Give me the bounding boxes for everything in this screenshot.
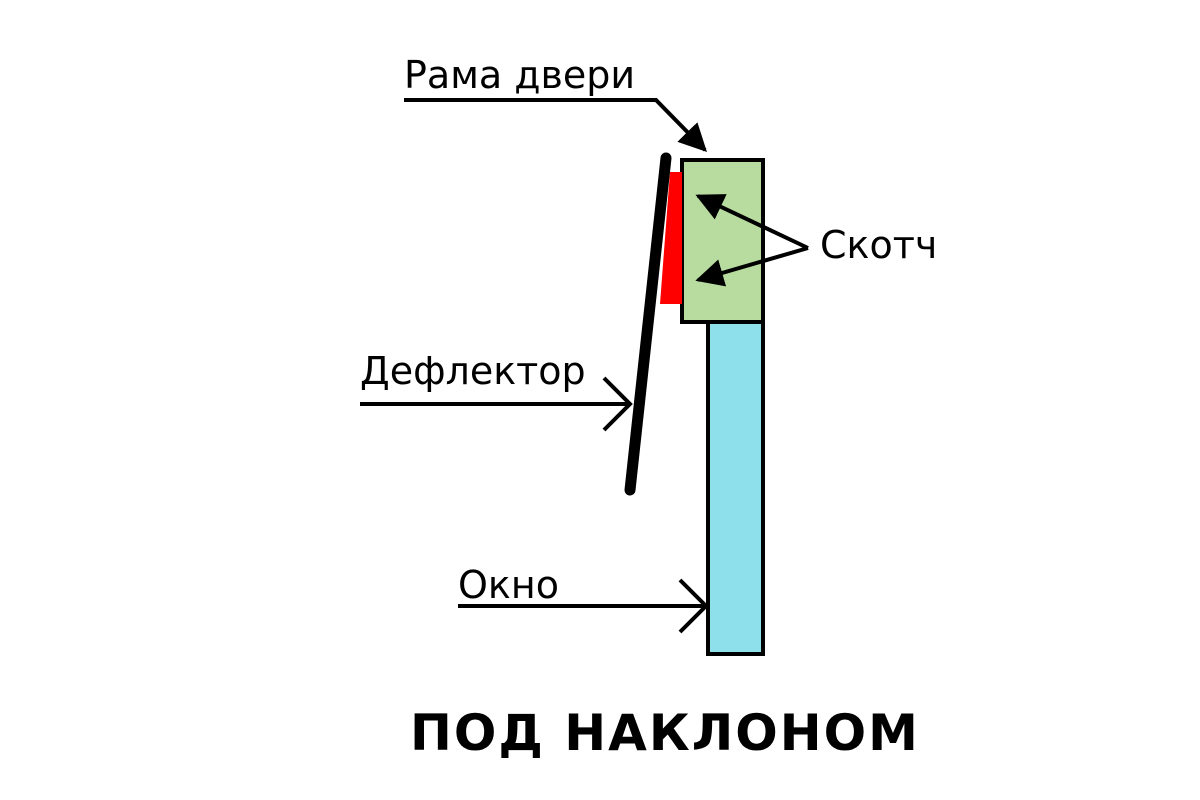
tape-strip <box>660 172 682 304</box>
caption: ПОД НАКЛОНОМ <box>410 704 920 762</box>
door-frame-pointer <box>404 98 707 152</box>
tape-pointer-upper <box>695 194 809 250</box>
door-frame-label: Рама двери <box>404 53 636 97</box>
deflector-label: Дефлектор <box>360 349 586 393</box>
tape-pointer-lower <box>695 246 809 287</box>
deflector-bar <box>624 152 672 496</box>
deflector-pointer-head <box>602 376 633 432</box>
tape-label: Скотч <box>820 223 938 267</box>
window-pointer-head <box>678 578 709 634</box>
door-frame <box>680 158 765 324</box>
window-label: Окно <box>458 563 559 607</box>
window-glass <box>706 296 765 656</box>
